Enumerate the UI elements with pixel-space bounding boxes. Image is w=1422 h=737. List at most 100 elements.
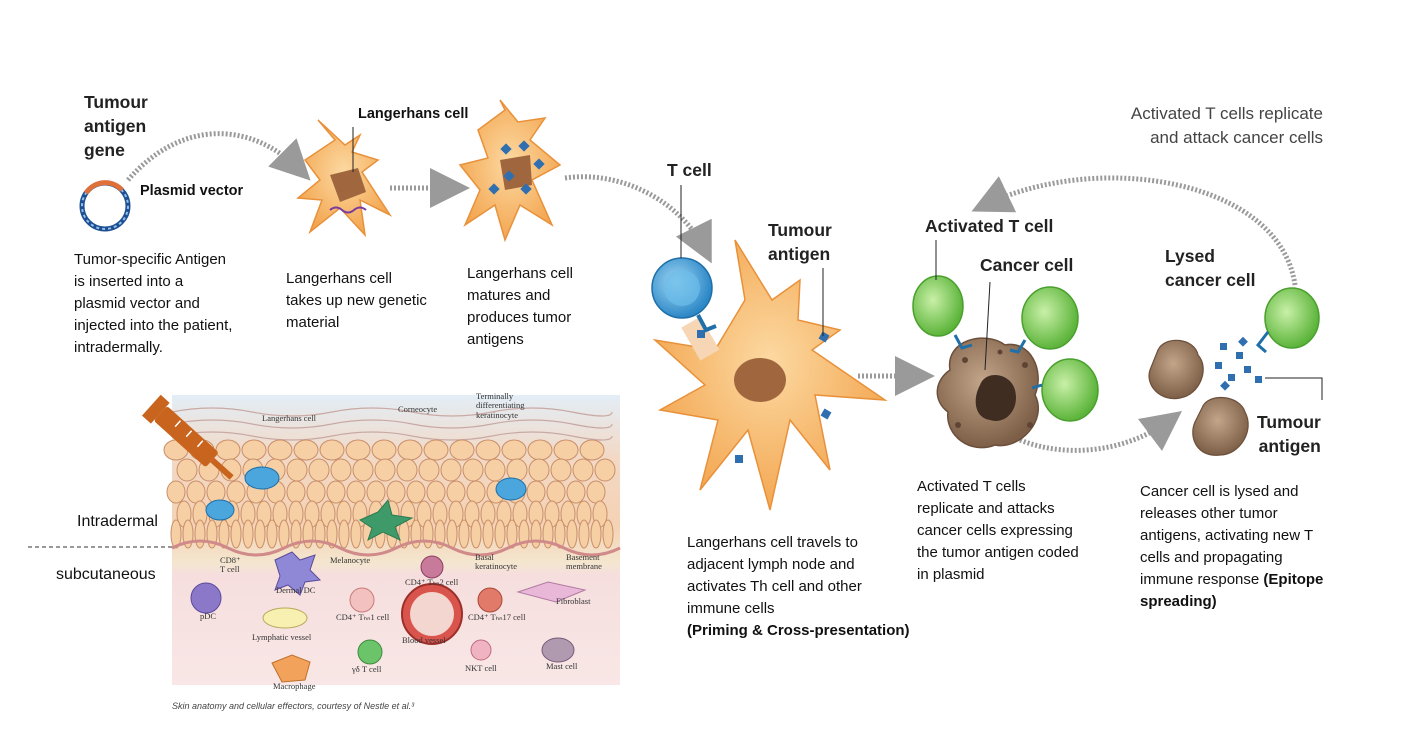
skin-corneocyte-label: Corneocyte: [398, 404, 438, 414]
syringe-icon: [141, 394, 234, 480]
keratinocyte-cell: [278, 519, 290, 549]
keratinocyte-cell: [446, 480, 466, 504]
keratinocyte-cell: [527, 439, 553, 461]
keratinocyte-cell: [241, 439, 267, 461]
keratinocyte-cell: [422, 519, 434, 549]
skin-lymphatic-label: Lymphatic vessel: [252, 632, 312, 642]
keratinocyte-cell: [226, 480, 246, 504]
keratinocyte-cell: [293, 439, 319, 461]
langerhans-cell-mature-icon: [458, 99, 562, 243]
leader-lines: [352, 127, 1323, 400]
intradermal-label: Intradermal: [77, 513, 158, 530]
keratinocyte-cell: [306, 480, 326, 504]
keratinocyte-cell: [266, 519, 278, 549]
keratinocyte-cell: [410, 519, 422, 549]
keratinocyte-cell: [371, 439, 397, 461]
keratinocyte-cell: [290, 519, 302, 549]
keratinocyte-cell: [397, 439, 423, 461]
skin-fibroblast-label: Fibroblast: [556, 596, 591, 606]
keratinocyte-cell: [449, 439, 475, 461]
skin-cd4-th2-label: CD4⁺ Tₕₙ2 cell: [405, 577, 459, 587]
tumour-antigen-right-label: Tumour antigen: [1257, 412, 1321, 456]
keratinocyte-cell: [326, 480, 346, 504]
langerhans-cell-small-icon: [296, 119, 393, 238]
keratinocyte-cell: [470, 519, 482, 549]
keratinocyte-cell: [314, 519, 326, 549]
skin-cd4-th1-label: CD4⁺ Tₕₙ1 cell: [336, 612, 390, 622]
keratinocyte-cell: [578, 519, 590, 549]
keratinocyte-cell: [494, 519, 506, 549]
keratinocyte-cell: [352, 458, 374, 482]
plasmid-vector-icon: [79, 180, 131, 232]
keratinocyte-cell: [590, 519, 602, 549]
keratinocyte-cell: [242, 519, 254, 549]
activated-t-cell-icon: [912, 275, 1320, 422]
keratinocyte-cell: [319, 439, 345, 461]
t-cell-label: T cell: [667, 160, 712, 180]
keratinocyte-cell: [308, 458, 330, 482]
skin-dermal-dc-label: Dermal DC: [276, 585, 316, 595]
keratinocyte-cell: [501, 439, 527, 461]
subcutaneous-label: subcutaneous: [56, 566, 156, 583]
activated-replicate-label: Activated T cells replicate and attack c…: [1130, 104, 1323, 147]
keratinocyte-cell: [254, 519, 266, 549]
plasmid-vector-label: Plasmid vector: [140, 183, 244, 199]
skin-footnote: Skin anatomy and cellular effectors, cou…: [172, 701, 415, 711]
keratinocyte-cell: [462, 458, 484, 482]
keratinocyte-cell: [418, 458, 440, 482]
keratinocyte-cell: [440, 458, 462, 482]
keratinocyte-cell: [374, 458, 396, 482]
keratinocyte-cell: [166, 480, 186, 504]
keratinocyte-cell: [366, 480, 386, 504]
keratinocyte-cell: [482, 519, 494, 549]
keratinocyte-cell: [586, 480, 606, 504]
skin-melanocyte-label: Melanocyte: [330, 555, 371, 565]
skin-pdc-label: pDC: [200, 611, 217, 621]
keratinocyte-cell: [345, 439, 371, 461]
keratinocyte-cell: [526, 480, 546, 504]
cancer-cell-label: Cancer cell: [980, 255, 1074, 275]
keratinocyte-cell: [466, 480, 486, 504]
keratinocyte-cell: [386, 480, 406, 504]
skin-gd-t-label: γδ T cell: [352, 664, 382, 674]
keratinocyte-cell: [186, 480, 206, 504]
keratinocyte-cell: [530, 519, 542, 549]
cancer-cell-icon: [936, 337, 1039, 449]
tumour-antigen-gene-label: Tumour antigen gene: [84, 92, 148, 160]
keratinocyte-cell: [594, 458, 616, 482]
keratinocyte-cell: [446, 519, 458, 549]
keratinocyte-cell: [286, 480, 306, 504]
skin-cd8-label: CD8⁺T cell: [220, 555, 241, 575]
flow-arrows: [126, 131, 1298, 453]
keratinocyte-cell: [550, 458, 572, 482]
keratinocyte-cell: [170, 519, 182, 549]
keratinocyte-cell: [286, 458, 308, 482]
keratinocyte-cell: [434, 519, 446, 549]
keratinocyte-cell: [546, 480, 566, 504]
keratinocyte-cell: [566, 519, 578, 549]
skin-blood-label: Blood vessel: [402, 635, 446, 645]
keratinocyte-cell: [338, 519, 350, 549]
skin-cd4-th17-label: CD4⁺ Tₕₙ17 cell: [468, 612, 526, 622]
keratinocyte-cell: [326, 519, 338, 549]
keratinocyte-cell: [553, 439, 579, 461]
keratinocyte-cell: [346, 480, 366, 504]
skin-anatomy-panel: [141, 394, 621, 685]
keratinocyte-cell: [528, 458, 550, 482]
skin-langerhans-label: Langerhans cell: [262, 413, 317, 423]
lysed-cancer-cell-icon: [1148, 336, 1262, 456]
activated-t-cell-label: Activated T cell: [925, 216, 1054, 236]
keratinocyte-cell: [406, 480, 426, 504]
keratinocyte-cell: [194, 519, 206, 549]
keratinocyte-cell: [579, 439, 605, 461]
keratinocyte-cell: [602, 519, 614, 549]
keratinocyte-cell: [396, 458, 418, 482]
